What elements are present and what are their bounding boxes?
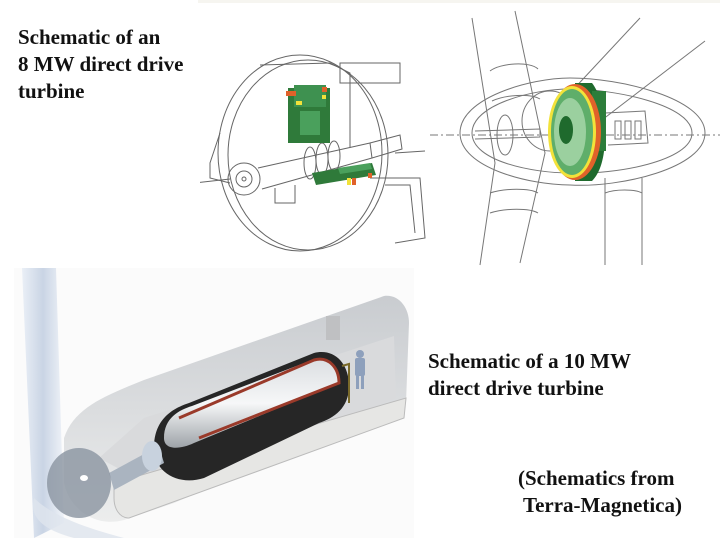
human-scale-figure bbox=[355, 350, 365, 389]
generator-side-drawing bbox=[200, 54, 426, 252]
nacelle-front-drawing bbox=[430, 10, 720, 266]
caption-8mw-line-2: 8 MW direct drive bbox=[18, 52, 184, 76]
source-line-1: (Schematics from bbox=[518, 466, 675, 490]
top-border bbox=[198, 0, 720, 3]
source-attribution: (Schematics from Terra-Magnetica) bbox=[518, 465, 682, 519]
stator-top-section bbox=[286, 85, 330, 143]
stator-bottom-section bbox=[312, 163, 376, 185]
caption-10mw-line-2: direct drive turbine bbox=[428, 376, 604, 400]
source-line-2: Terra-Magnetica) bbox=[523, 493, 682, 517]
figure-10mw-render bbox=[14, 268, 414, 538]
caption-8mw-line-3: turbine bbox=[18, 79, 85, 103]
caption-10mw-line-1: Schematic of a 10 MW bbox=[428, 349, 631, 373]
figure-8mw-side-view bbox=[200, 3, 430, 255]
figure-8mw-front-view bbox=[420, 3, 720, 268]
caption-8mw: Schematic of an 8 MW direct drive turbin… bbox=[18, 24, 183, 105]
ring-generator bbox=[548, 83, 606, 181]
caption-10mw: Schematic of a 10 MW direct drive turbin… bbox=[428, 348, 631, 402]
nacelle-cutaway-render bbox=[14, 268, 414, 538]
caption-8mw-line-1: Schematic of an bbox=[18, 25, 161, 49]
